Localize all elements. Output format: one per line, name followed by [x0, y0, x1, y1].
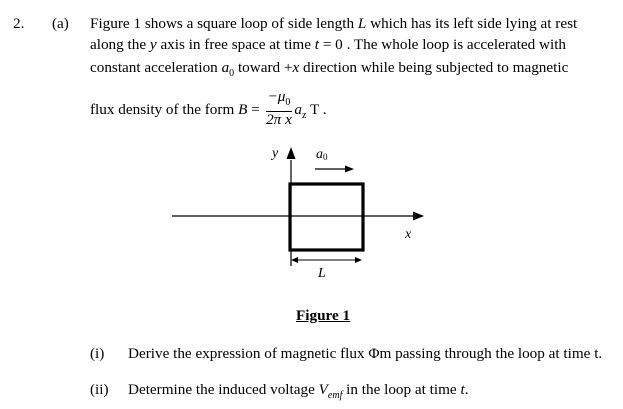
- y-axis-arrowhead: [286, 147, 296, 159]
- subpart-ii-text: Determine the induced voltage Vemf in th…: [128, 380, 469, 406]
- subpart-ii-text-a: Determine the induced voltage: [128, 381, 319, 398]
- var-y: y: [149, 36, 157, 53]
- subpart-i-text: Derive the expression of magnetic flux Φ…: [128, 345, 603, 362]
- var-L: L: [357, 15, 367, 32]
- acceleration-arrowhead: [345, 165, 354, 173]
- dimension-arrow-right: [355, 257, 362, 263]
- question-line-3: constant acceleration a0 toward +x direc…: [90, 58, 568, 84]
- subpart-ii-text-b: in the loop at time: [342, 381, 461, 398]
- var-V: V: [318, 381, 328, 398]
- var-a0: a: [221, 59, 230, 76]
- var-t-2: t: [460, 381, 465, 398]
- side-length-label: L: [317, 266, 326, 281]
- line4-text-a: flux density of the form: [90, 101, 239, 118]
- fraction-denominator: 2π x: [266, 111, 292, 129]
- numerator-sub: 0: [285, 97, 291, 109]
- numerator-mu: −μ: [267, 88, 286, 105]
- line2-text-c: = 0 . The whole loop is accelerated with: [319, 36, 567, 53]
- equals-sign: =: [247, 101, 264, 118]
- var-a0-sub: 0: [229, 68, 235, 80]
- y-axis-label: y: [270, 146, 279, 161]
- figure-caption: Figure 1: [296, 307, 351, 324]
- line3-text-a: constant acceleration: [90, 59, 222, 76]
- subpart-ii-label: (ii): [90, 381, 109, 398]
- question-part-label: (a): [52, 15, 69, 32]
- subpart-i-label: (i): [90, 345, 105, 362]
- line3-text-c: direction while being subjected to magne…: [299, 59, 569, 76]
- var-t: t: [314, 36, 320, 53]
- var-V-sub: emf: [327, 390, 343, 402]
- accel-label: a0: [316, 147, 328, 162]
- vector-B: B: [238, 101, 248, 118]
- accel-label-sub: 0: [323, 152, 328, 162]
- question-line-1: Figure 1 shows a square loop of side len…: [90, 14, 577, 34]
- question-number: 2.: [13, 15, 25, 32]
- x-axis-label: x: [404, 227, 412, 242]
- fraction-numerator: −μ0: [265, 88, 293, 113]
- question-line-2: along the y axis in free space at time t…: [90, 35, 566, 55]
- subpart-ii-text-c: .: [464, 381, 469, 398]
- accel-label-var: a: [316, 147, 323, 162]
- line2-text-a: along the: [90, 36, 150, 53]
- line1-text-b: which has its left side lying at rest: [366, 15, 578, 32]
- var-x: x: [292, 59, 300, 76]
- dimension-arrow-left: [291, 257, 298, 263]
- unit-vector-sub: z: [301, 110, 307, 122]
- line3-text-b: toward +: [234, 59, 293, 76]
- unit-tesla: T .: [306, 101, 327, 118]
- line2-text-b: axis in free space at time: [156, 36, 315, 53]
- square-loop: [288, 182, 365, 252]
- unit-vector-az: a: [294, 101, 302, 118]
- line1-text-a: Figure 1 shows a square loop of side len…: [90, 15, 358, 32]
- x-axis-arrowhead: [413, 211, 424, 221]
